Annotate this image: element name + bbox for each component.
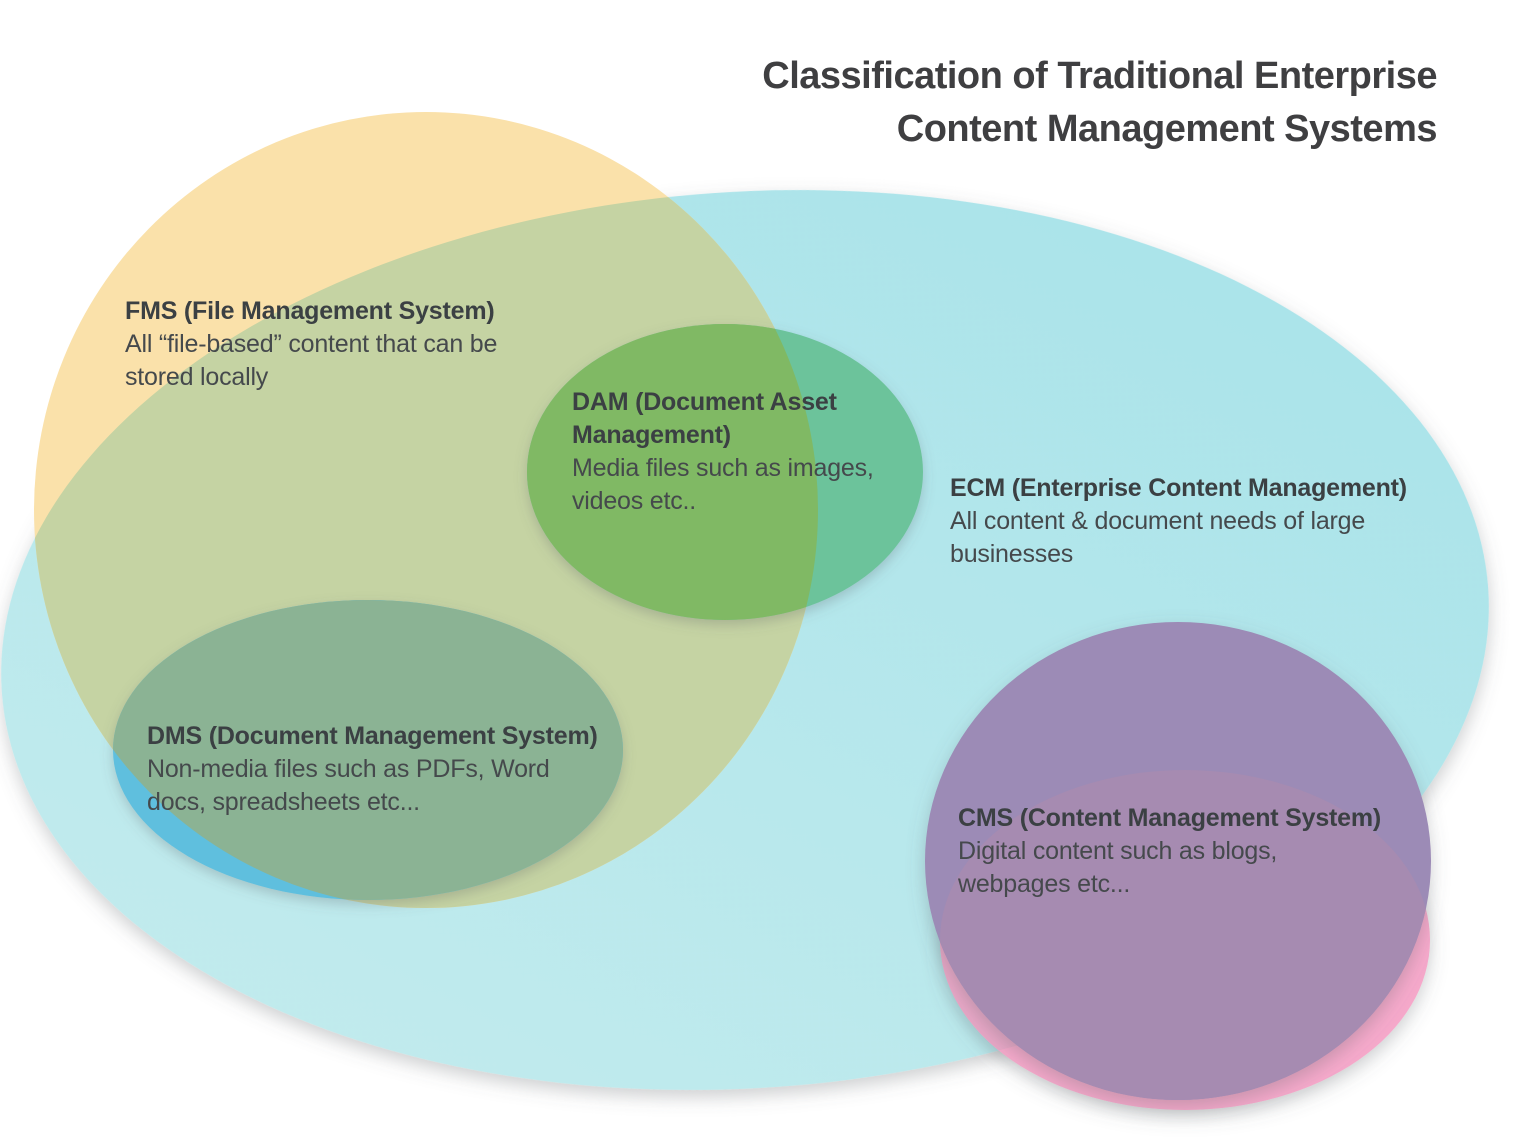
dms-label-description: Non-media files such as PDFs, Word docs,… — [147, 755, 550, 816]
cms-label-description: Digital content such as blogs, webpages … — [958, 837, 1278, 898]
ecm-label-description: All content & document needs of large bu… — [950, 507, 1366, 568]
dam-label-description: Media files such as images, videos etc.. — [572, 454, 874, 515]
cms-label-heading: CMS (Content Management System) — [958, 804, 1382, 832]
dam-label: DAM (Document Asset Management) Media fi… — [572, 386, 874, 518]
dms-fms-overlap-region — [113, 600, 623, 900]
dms-label-heading: DMS (Document Management System) — [147, 722, 598, 750]
fms-label: FMS (File Management System) All “file-b… — [125, 295, 497, 394]
dam-label-heading: DAM (Document Asset Management) — [572, 388, 837, 449]
fms-label-description: All “file-based” content that can be sto… — [125, 330, 498, 391]
dms-label: DMS (Document Management System) Non-med… — [147, 720, 598, 819]
ecm-label: ECM (Enterprise Content Management) All … — [950, 472, 1407, 571]
dam-fms-overlap-region — [527, 324, 818, 620]
diagram-title-line2: Content Management Systems — [896, 108, 1438, 150]
cms-label: CMS (Content Management System) Digital … — [958, 802, 1381, 901]
fms-label-heading: FMS (File Management System) — [125, 297, 495, 325]
cms-pink-overlap-region — [940, 770, 1430, 1100]
ecm-label-heading: ECM (Enterprise Content Management) — [950, 474, 1407, 502]
diagram-title-line1: Classification of Traditional Enterprise — [762, 55, 1437, 97]
diagram-title: Classification of Traditional Enterprise… — [762, 50, 1437, 156]
